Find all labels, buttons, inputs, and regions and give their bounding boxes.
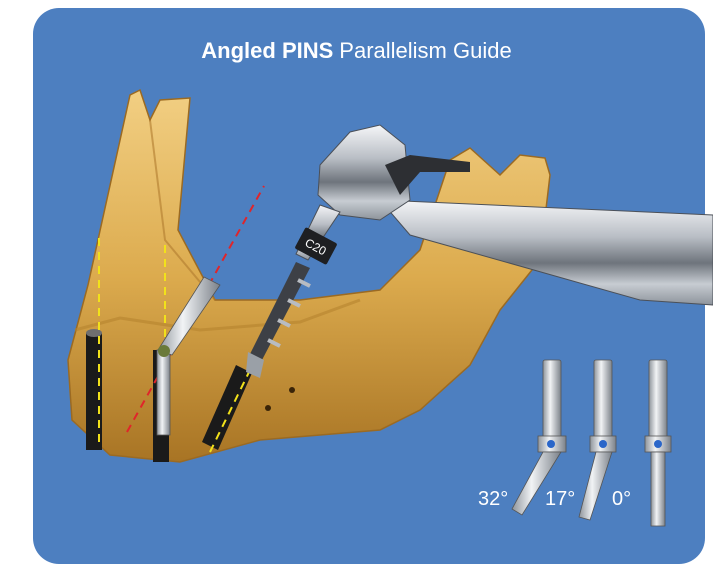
- angle-label-17: 17°: [545, 488, 575, 511]
- mental-foramen-2: [289, 387, 295, 393]
- pin-17-degree: [579, 360, 616, 520]
- mental-foramen: [265, 405, 271, 411]
- pin-0-degree: [645, 360, 671, 526]
- angled-pin-samples: [512, 360, 671, 526]
- angle-label-32: 32°: [478, 488, 508, 511]
- drill-collar: C20: [294, 227, 337, 265]
- angle-label-0: 0°: [612, 488, 631, 511]
